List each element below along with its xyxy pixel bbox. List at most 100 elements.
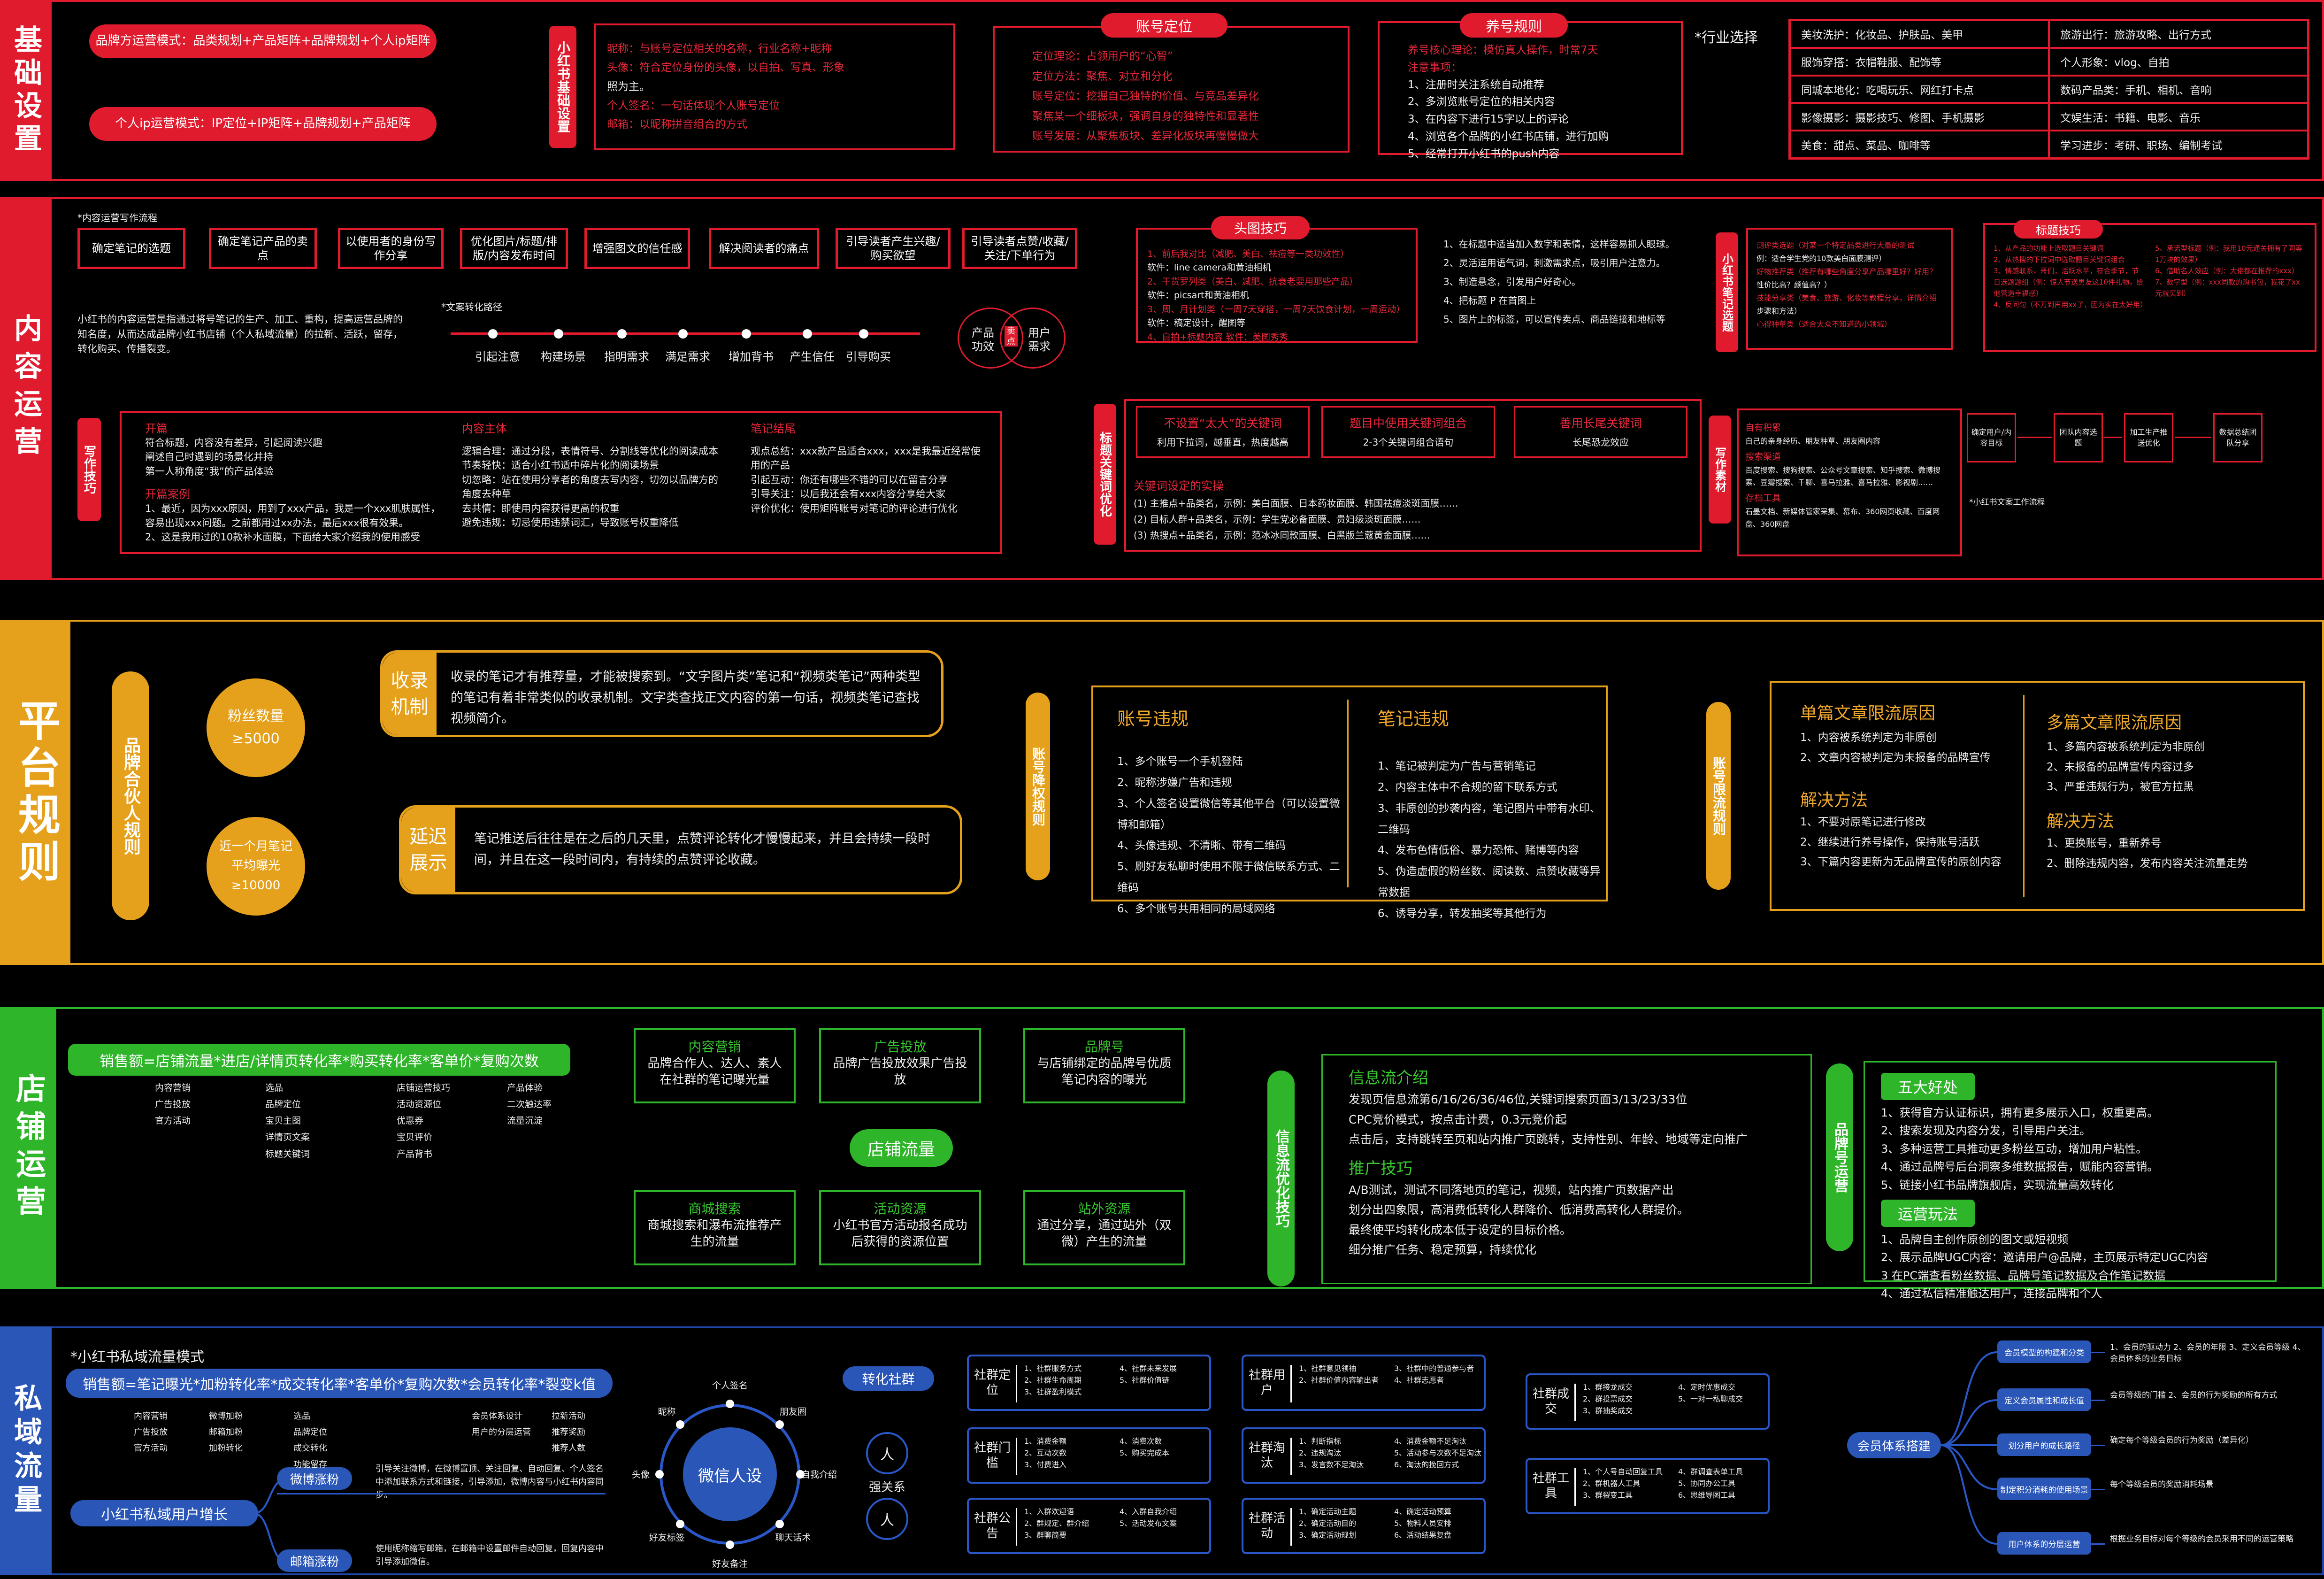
exposure-circle: 近一个月笔记平均曝光≥10000 <box>207 817 305 916</box>
ring-item: 头像 <box>631 1470 650 1480</box>
weibo-underline <box>277 1493 606 1494</box>
ending-line: 引起互动：你还有哪些不错的可以在留言分享 <box>751 474 948 485</box>
ring-item: 个人签名 <box>712 1380 748 1391</box>
body-line: 切忽略：站在使用分享者的角度去写内容，切勿以品牌方的角度去种草 <box>462 474 718 500</box>
basic-settings-label: 小红书基础设置 <box>549 26 576 148</box>
single-limit: 1、内容被系统判定为非原创 2、文章内容被判定为未报备的品牌宣传 <box>1800 728 1991 768</box>
group-card-item: 4、社群未来发展 <box>1120 1364 1177 1373</box>
ring-item: 好友备注 <box>712 1559 748 1569</box>
industry-cell: 个人形象：vlog、自拍 <box>2049 47 2308 76</box>
group-card-item: 3、确定活动规划 <box>1299 1530 1357 1540</box>
member-item-text: 1、会员的驱动力 2、会员的年限 3、定义会员等级 4、会员体系的业务目标 <box>2110 1343 2306 1363</box>
keyword-case: (1) 主推点+品类名，示例：美白面膜、日本药妆面膜、韩国祛痘淡斑面膜…… (2… <box>1134 495 1687 543</box>
info-tip-line: 细分推广任务、稳定预算，持续优化 <box>1349 1243 1537 1256</box>
ending-line: 观点总结：xxx款产品适合xxx，xxx是我最近经常使用的产品 <box>751 446 981 471</box>
keyword-case-line: (1) 主推点+品类名，示例：美白面膜、日本药妆面膜、韩国祛痘淡斑面膜…… <box>1134 498 1458 509</box>
formula-item: 成交转化 <box>293 1443 327 1454</box>
formula-item: 官方活动 <box>155 1116 191 1126</box>
private-title: *小红书私域流量模式 <box>70 1349 204 1365</box>
ending-line: 评价优化：使用矩阵账号对笔记的评论进行优化 <box>751 502 958 514</box>
ending-title: 笔记结尾 <box>751 422 796 435</box>
member-item-pill: 用户体系的分层运营 <box>1997 1532 2091 1555</box>
ring-dot <box>675 1420 684 1429</box>
violation-line: 4、头像违规、不清晰、带有二维码 <box>1117 840 1286 852</box>
formula-item: 邮箱加粉 <box>209 1427 243 1438</box>
keyword-card-sub: 2-3个关键词组合语句 <box>1363 437 1454 448</box>
member-pill: 会员体系搭建 <box>1847 1432 1941 1458</box>
limit-line: 3、严重违规行为，被官方拉黑 <box>2047 781 2194 793</box>
play-line: 3 在PC端查看粉丝数据、品牌号笔记数据及合作笔记数据 <box>1881 1269 2166 1282</box>
flow-step: 引导读者点赞/收藏/关注/下单行为 <box>962 228 1077 269</box>
group-card-divider <box>1574 1384 1576 1421</box>
path-step: 增加背书 <box>729 350 774 363</box>
title-tips: 1、在标题中适当加入数字和表情，这样容易抓人眼球。 2、灵活运用语气词，刺激需求… <box>1443 235 1697 329</box>
member-item-text: 会员等级的门槛 2、会员的行为奖励的所有方式 <box>2110 1391 2278 1400</box>
traffic-source-title: 站外资源 <box>1078 1201 1131 1217</box>
industry-grid: 美妆洗护：化妆品、护肤品、美甲旅游出行：旅游攻略、出行方式服饰穿搭：衣帽鞋服、配… <box>1788 19 2309 160</box>
play-line: 4、通过私信精准触达用户，连接品牌和个人 <box>1881 1287 2102 1301</box>
industry-cell: 美食：甜点、菜品、咖啡等 <box>1790 131 2049 158</box>
basic-settings-box: 昵称：与账号定位相关的名称，行业名称+昵称 头像：符合定位身份的头像，以自拍、写… <box>594 23 955 150</box>
group-card-item: 5、社群价值链 <box>1120 1375 1170 1385</box>
private-formula: 销售额=笔记曝光*加粉转化率*成交转化率*客单价*复购次数*会员转化率*裂变k值 <box>66 1369 613 1398</box>
group-card-item: 3、付费进入 <box>1024 1460 1067 1469</box>
relation-top: 人 <box>866 1432 908 1474</box>
formula-item: 宝贝评价 <box>397 1132 433 1143</box>
limit-line: 1、多篇内容被系统判定为非原创 <box>2047 741 2205 753</box>
member-item-text: 确定每个等级会员的行为奖励（差异化） <box>2110 1436 2254 1445</box>
material-line: 自有积累 <box>1745 423 1781 433</box>
headline-tip-line: 1、从产品的功能上选取题目关键词 <box>1994 244 2104 253</box>
group-card-item: 2、违规淘汰 <box>1299 1448 1342 1457</box>
mini-flow-step: 数据总结团队分享 <box>2213 413 2263 462</box>
formula-item: 标题关键词 <box>265 1148 310 1159</box>
formula-item: 加粉转化 <box>209 1443 243 1454</box>
ring-item: 好友标签 <box>649 1533 685 1543</box>
member-item-line <box>2091 1445 2105 1446</box>
ring-dot <box>726 1540 734 1549</box>
ring-dot <box>796 1470 805 1479</box>
flow-title: *内容运营写作流程 <box>77 212 157 223</box>
member-item-text: 根据业务目标对每个等级的会员采用不同的运营策略 <box>2110 1534 2293 1544</box>
formula-item: 推荐奖励 <box>552 1427 585 1438</box>
formula-item: 产品背书 <box>397 1148 433 1159</box>
material-label: 写作素材 <box>1709 416 1731 524</box>
rule-line: 5、经常打开小红书的push内容 <box>1408 147 1560 160</box>
member-item-text: 每个等级会员的奖励消耗场景 <box>2110 1480 2214 1489</box>
delay-label: 延迟展示 <box>401 808 455 892</box>
traffic-source-text: 小红书官方活动报名成功后获得的资源位置 <box>833 1218 967 1249</box>
mini-flow-arrow <box>2017 437 2052 438</box>
keyword-label: 标题关键词优化 <box>1094 404 1116 545</box>
brand-account-box: 五大好处 1、获得官方认证标识，拥有更多展示入口，权重更高。 2、搜索发现及内容… <box>1864 1061 2277 1300</box>
section-title: 基础设置 <box>0 0 52 181</box>
cover-tip-line: 软件：line camera和黄油相机 <box>1147 262 1272 273</box>
section-private: 私域流量 *小红书私域流量模式 销售额=笔记曝光*加粉转化率*成交转化率*客单价… <box>0 1326 2324 1575</box>
benefit-line: 1、获得官方认证标识，拥有更多展示入口，权重更高。 <box>1881 1106 2159 1119</box>
note-violation: 1、笔记被判定为广告与营销笔记 2、内容主体中不合规的留下联系方式 3、非原创的… <box>1378 756 1603 924</box>
content-desc: 小红书的内容运营是指通过将号笔记的生产、加工、重构，提高运营品牌的知名度，从而达… <box>77 314 403 354</box>
violation-line: 6、诱导分享，转发抽奖等其他行为 <box>1378 907 1547 920</box>
relation-bottom: 人 <box>866 1498 908 1540</box>
group-card-divider <box>1016 1438 1017 1475</box>
group-card-item: 5、活动发布文案 <box>1120 1518 1177 1528</box>
formula-item: 产品体验 <box>507 1083 543 1093</box>
material-line: 石墨文档、新媒体管家采集、幕布、360网页收藏、百度网盘、360网盘 <box>1745 507 1940 529</box>
convert-group-pill: 转化社群 <box>843 1366 934 1391</box>
group-card-item: 3、发言数不足淘汰 <box>1299 1460 1364 1469</box>
formula-col: 选品品牌定位宝贝主图详情页文案标题关键词 <box>265 1080 310 1163</box>
benefit-line: 3、多种运营工具推动更多粉丝互动，增加用户粘性。 <box>1881 1142 2148 1155</box>
industry-cell: 文娱生活：书籍、电影、音乐 <box>2049 103 2308 131</box>
formula-item: 用户的分层运营 <box>472 1427 531 1438</box>
limit-line: 1、内容被系统判定为非原创 <box>1800 732 1937 744</box>
group-card-item: 1、群接龙成交 <box>1583 1383 1633 1392</box>
formula-col: 拉新活动推荐奖励推荐人数 <box>552 1409 585 1457</box>
violation-line: 4、发布色情低俗、暴力恐怖、赌博等内容 <box>1378 844 1579 857</box>
play-line: 1、品牌自主创作原创的图文或短视频 <box>1881 1232 2069 1246</box>
mini-flow-note: *小红书文案工作流程 <box>1969 498 2045 507</box>
industry-title: *行业选择 <box>1695 30 1758 46</box>
solution-line: 1、更换账号，重新养号 <box>2047 837 2162 849</box>
flow-step: 增强图文的信任感 <box>584 228 690 269</box>
cover-tip-line: 4、自拍+标题内容 软件：美图秀秀 <box>1147 331 1289 342</box>
headline-tip-line: 6、借助名人效应（例：大佬都在推荐的xxx） <box>2155 267 2299 275</box>
